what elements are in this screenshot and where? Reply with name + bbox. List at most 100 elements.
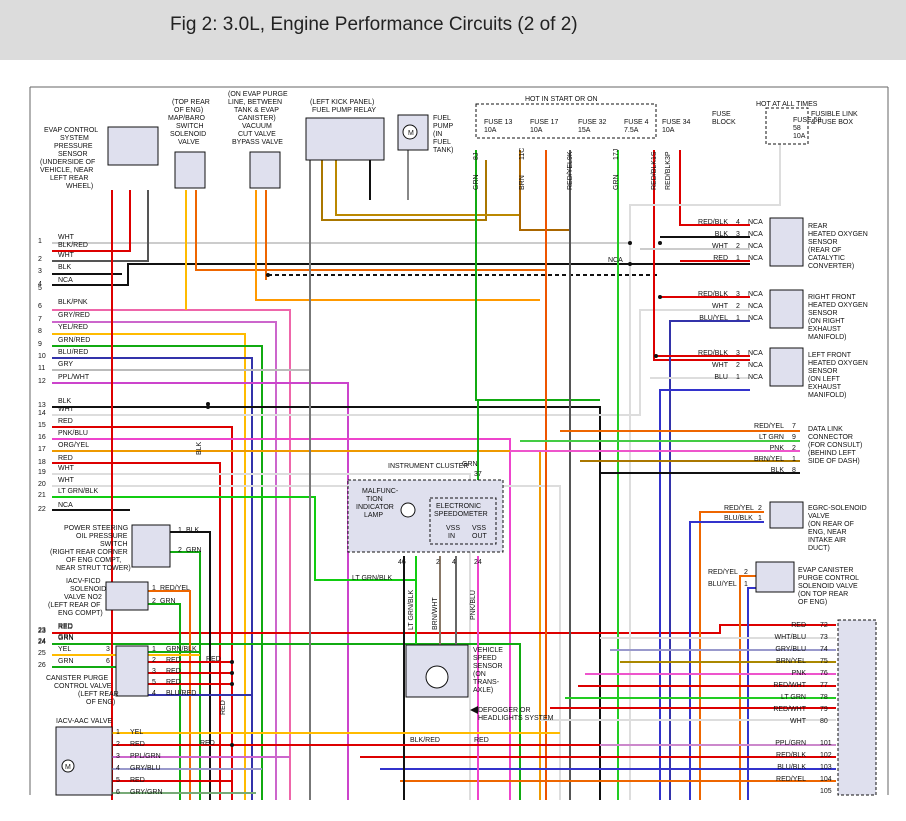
wire-color-label: RED/BLK <box>698 291 728 298</box>
wire-color-label: BLK <box>771 467 785 474</box>
wire-blk <box>170 531 211 800</box>
wire-color-label: RED <box>713 255 728 262</box>
wire-color-label: RED/YEL <box>776 776 806 783</box>
wiring-diagram: 1WHTBLK/RED2WHT3BLK4NCA56BLK/PNK7GRY/RED… <box>29 86 889 800</box>
svg-text:M: M <box>408 130 414 137</box>
pin-number: 19 <box>38 469 46 476</box>
wire-red <box>52 624 836 634</box>
wire-color-label: RED <box>58 455 73 462</box>
nca-label: NCA <box>748 374 763 381</box>
nca-label: NCA <box>748 255 763 262</box>
nca-label: NCA <box>748 303 763 310</box>
wire-red-yel <box>699 511 764 800</box>
wire-color-label: GRN/RED <box>58 337 90 344</box>
nca-label: NCA <box>748 231 763 238</box>
pin-number: 22 <box>38 506 46 513</box>
wire-color-label: WHT <box>58 252 75 259</box>
fuse58-name: FUSE 58 <box>793 117 822 124</box>
wire-wht <box>52 473 471 800</box>
fuse-wire-color: RED/BLK <box>665 160 672 190</box>
pin-number: 2 <box>38 256 42 263</box>
fuse-pin: 3P <box>665 151 672 160</box>
vss-gear-icon <box>425 665 449 689</box>
wire-color-label: LT GRN <box>781 694 806 701</box>
wire-color-label: WHT <box>58 406 75 413</box>
pin-number: 1 <box>116 729 120 736</box>
rf-o2-sensor <box>769 289 804 329</box>
pin-number: 101 <box>820 740 832 747</box>
wire-red-blk <box>679 150 750 226</box>
pin-number: 2 <box>758 505 762 512</box>
canister-purge-valve <box>115 645 149 697</box>
fuse-pin: 1S <box>651 151 658 160</box>
fuse-amp: 10A <box>662 127 675 134</box>
wire-grn <box>475 150 600 401</box>
pin-number: 6 <box>116 789 120 796</box>
wire-blk <box>52 190 149 262</box>
wire-color-label: BLU/YEL <box>708 581 737 588</box>
pin-number: 1 <box>792 456 796 463</box>
wire-color-label: GRY/BLU <box>130 765 161 772</box>
wire-color-label: RED <box>58 623 73 630</box>
wire-color-label: GRY/BLU <box>775 646 806 653</box>
wire-color-label: GRN/BLK <box>166 646 197 653</box>
wire-color-label: WHT <box>58 477 75 484</box>
pin-number: 2 <box>792 445 796 452</box>
pin-number: 7 <box>792 423 796 430</box>
pin-number: 3 <box>106 646 110 653</box>
wire-color-label: WHT <box>790 718 807 725</box>
pin-number: 23 <box>38 628 46 635</box>
splice-dot <box>628 241 632 245</box>
wire-color-label: RED/BLK <box>776 752 806 759</box>
egrc-solenoid <box>769 501 804 529</box>
wire-wht <box>629 144 781 800</box>
wire-color-label: NCA <box>58 277 73 284</box>
wire-grn-red <box>52 345 263 800</box>
wire-color-label: GRY/RED <box>58 312 90 319</box>
page-title: Fig 2: 3.0L, Engine Performance Circuits… <box>170 14 578 35</box>
fusible-label: FUSIBLE LINK& FUSE BOX <box>811 111 858 126</box>
pin-number: 3 <box>152 668 156 675</box>
wire-ppl-wht <box>52 382 349 800</box>
wire-color-label: GRN <box>186 547 202 554</box>
wire-brn <box>519 150 570 231</box>
fuse58-amp: 10A <box>793 133 806 140</box>
header-bar: Fig 2: 3.0L, Engine Performance Circuits… <box>0 0 906 60</box>
pin-number: 5 <box>116 777 120 784</box>
svg-text:M: M <box>65 764 71 771</box>
wire-color-label: PNK/BLU <box>470 590 477 620</box>
ps-pressure-switch <box>131 524 171 568</box>
nca-label: NCA <box>748 350 763 357</box>
pin-number: 9 <box>792 434 796 441</box>
wire-color-label: RED <box>58 624 73 631</box>
pin-number: 5 <box>38 285 42 292</box>
iacv-ficd-solenoid <box>105 581 149 611</box>
pin-number: 4 <box>38 281 42 288</box>
pin-number: 5 <box>152 679 156 686</box>
wire-color-label: BRN/YEL <box>776 658 806 665</box>
evap-purge-solenoid <box>755 561 795 593</box>
pin-number: 11 <box>38 365 45 372</box>
wire-color-label: GRY/GRN <box>130 789 163 796</box>
fuse-block <box>475 103 657 139</box>
wire-color-label: BLK <box>58 264 72 271</box>
pin-number: 9 <box>38 341 42 348</box>
arrow-icon <box>470 706 478 714</box>
pin-number: 18 <box>38 459 46 466</box>
pin-number: 14 <box>38 410 46 417</box>
pin-number: 1 <box>758 515 762 522</box>
wire-color-label: PNK <box>792 670 807 677</box>
pin-number: 4 <box>116 765 120 772</box>
pin-number: 6 <box>38 303 42 310</box>
cluster-label: INSTRUMENT CLUSTER <box>388 463 468 470</box>
wire-color-label: RED/YEL <box>160 585 190 592</box>
speedometer-box <box>429 497 497 545</box>
pin-number: 24 <box>474 559 482 566</box>
